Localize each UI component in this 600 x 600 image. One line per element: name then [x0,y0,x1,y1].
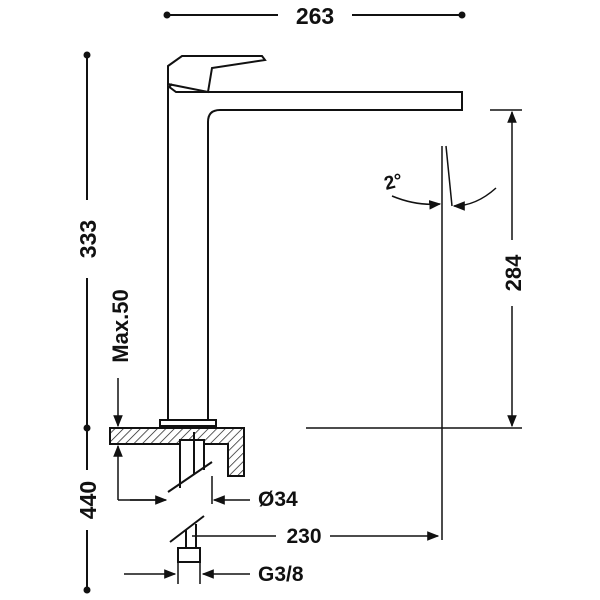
break-line [169,515,205,543]
thread-label: G3/8 [258,563,304,586]
base-flange [159,419,217,427]
countertop [109,427,245,477]
hose-length-dimension: 440 [75,428,101,594]
spout-height-label: 284 [501,254,526,291]
height-dimension: 333 [75,51,101,432]
height-label: 333 [75,220,101,258]
angle-arrow [391,195,442,210]
max-deck-dimension: Max.50 [108,289,165,501]
angle-label: 2° [382,170,405,195]
reach-label: 230 [286,525,321,548]
dimension-endpoint [83,586,91,594]
hose-fitting [177,547,201,563]
spout-height-dimension: 284 [306,109,526,429]
countertop-section [109,427,245,477]
spout-centerline: 2° [382,145,497,540]
angled-flow-line [445,145,453,207]
width-dimension: 263 [163,3,466,29]
width-label: 263 [296,3,334,29]
shank-assembly [167,432,213,584]
handle [167,55,267,94]
break-line [167,461,213,493]
max-deck-label: Max.50 [108,289,133,362]
faucet-body [159,55,463,427]
angle-arrow [452,187,497,211]
thread-dimension: G3/8 [124,563,304,586]
reach-dimension: 230 [192,525,440,548]
spout [167,84,463,421]
hole-diameter-label: Ø34 [258,488,298,511]
hole-diameter-dimension: Ø34 [130,476,298,511]
hose-length-label: 440 [75,481,101,519]
